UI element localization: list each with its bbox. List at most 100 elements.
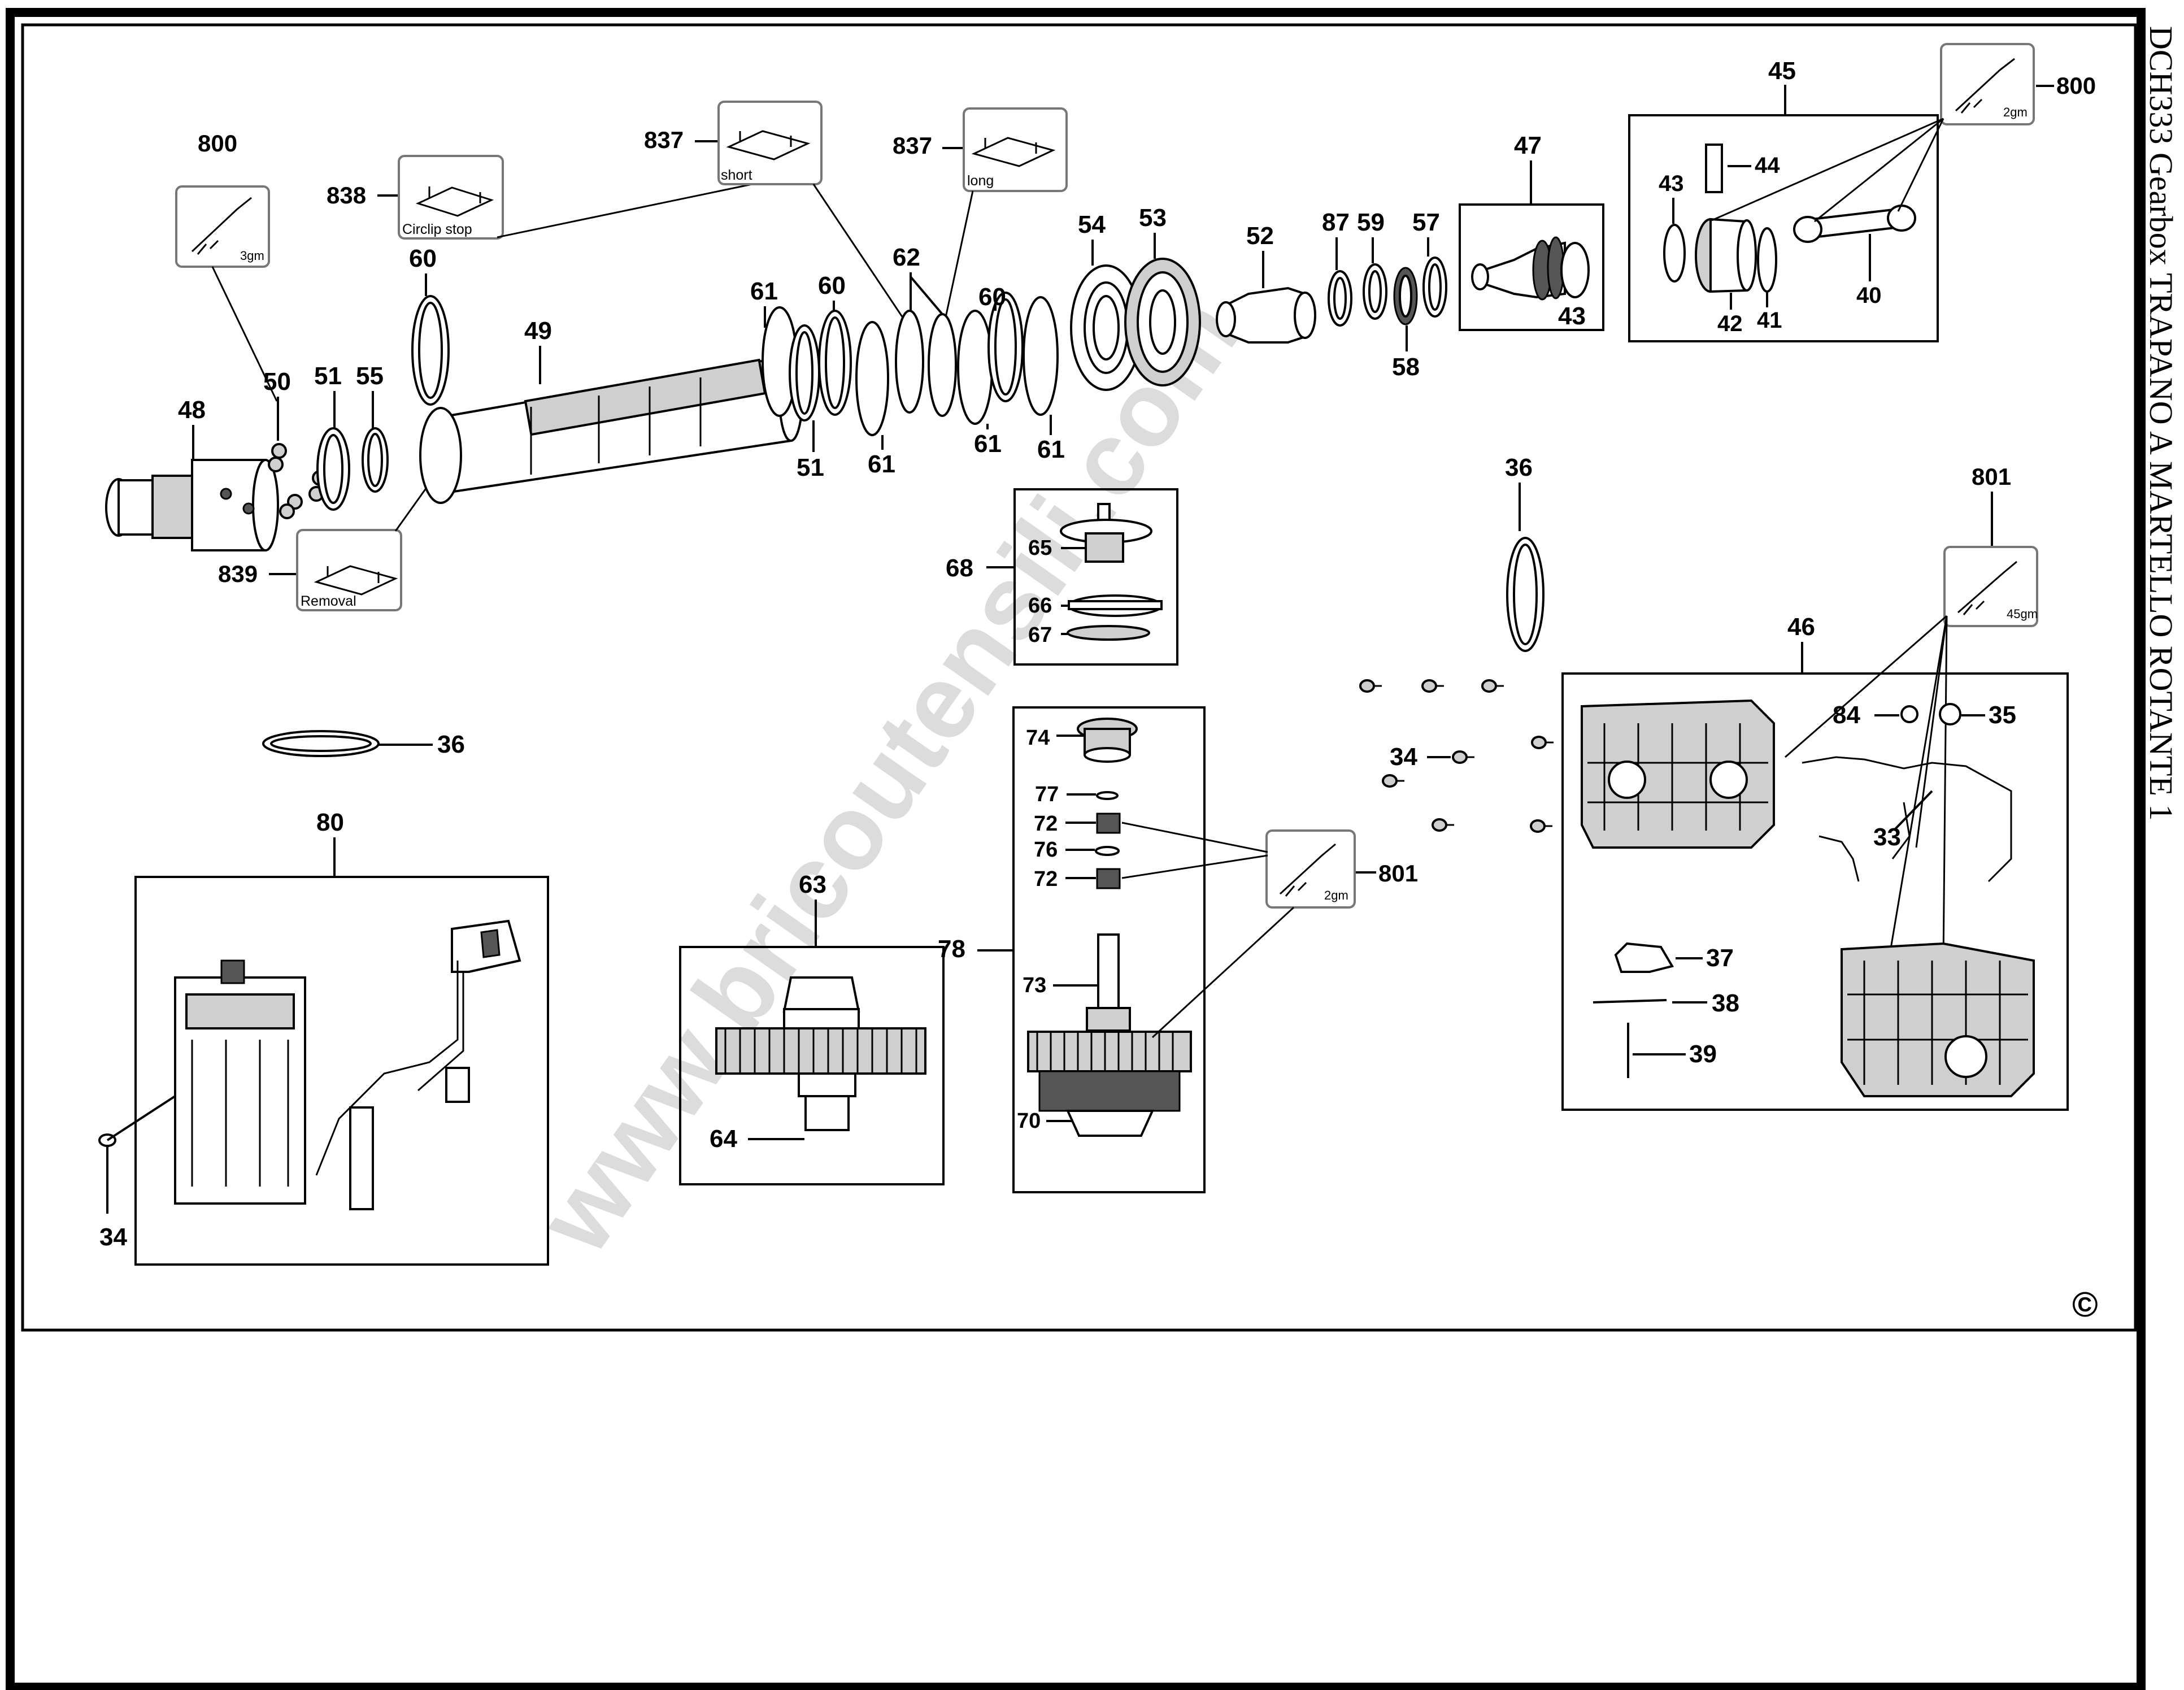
svg-text:837: 837 <box>893 132 932 159</box>
svg-text:37: 37 <box>1706 944 1734 972</box>
svg-text:838: 838 <box>327 182 366 208</box>
part-61-ring-a: 61 <box>750 277 798 417</box>
svg-text:35: 35 <box>1989 701 2016 729</box>
svg-text:48: 48 <box>178 396 206 424</box>
svg-text:73: 73 <box>1023 974 1046 997</box>
svg-text:40: 40 <box>1856 283 1882 308</box>
svg-text:61: 61 <box>868 450 895 478</box>
svg-text:51: 51 <box>797 454 824 481</box>
part-63-gear-assembly: 63 64 <box>679 871 945 1185</box>
part-49-barrel: 49 <box>419 317 803 504</box>
part-57-ring: 57 <box>1412 208 1447 318</box>
part-61-ring-c: 61 <box>957 310 1002 458</box>
svg-text:65: 65 <box>1028 536 1052 560</box>
svg-text:36: 36 <box>1505 454 1533 481</box>
part-48-tool-holder: 48 <box>105 396 279 551</box>
svg-text:61: 61 <box>974 430 1002 458</box>
part-80-motor-switch: 80 34 <box>98 809 549 1266</box>
svg-text:55: 55 <box>356 362 384 390</box>
part-51-ring-b: 51 <box>789 324 824 481</box>
tool-callout-839: Removal 839 <box>218 451 453 611</box>
svg-text:68: 68 <box>946 554 973 582</box>
svg-text:60: 60 <box>978 283 1006 311</box>
part-61-ring-b: 61 <box>855 321 895 478</box>
part-62-rings: 62 <box>893 244 957 417</box>
part-68-assembly: 68 65 66 67 <box>946 488 1178 666</box>
svg-text:839: 839 <box>218 561 258 587</box>
svg-text:78: 78 <box>938 935 965 963</box>
svg-text:44: 44 <box>1755 153 1780 178</box>
part-61-ring-d: 61 <box>1023 296 1065 463</box>
part-47-assembly: 47 43 <box>1459 132 1604 331</box>
svg-text:80: 80 <box>316 809 344 836</box>
svg-text:51: 51 <box>314 362 342 390</box>
svg-text:50: 50 <box>263 368 291 396</box>
svg-text:46: 46 <box>1787 613 1815 641</box>
svg-text:Removal: Removal <box>301 593 356 609</box>
part-52-sleeve: 52 <box>1216 222 1316 344</box>
svg-text:54: 54 <box>1078 211 1106 238</box>
svg-text:45: 45 <box>1768 57 1796 85</box>
svg-text:60: 60 <box>409 245 437 272</box>
svg-text:45gm: 45gm <box>2007 607 2038 621</box>
svg-text:77: 77 <box>1035 783 1059 806</box>
diagram-frame <box>21 23 2137 1332</box>
part-87-ring: 87 <box>1322 208 1352 327</box>
part-45-assembly: 45 44 43 42 41 40 <box>1628 57 1939 342</box>
svg-text:39: 39 <box>1689 1040 1717 1068</box>
side-title: DCH333 Gearbox TRAPANO A MARTELLO ROTANT… <box>2143 26 2179 820</box>
part-36-oring-vertical: 36 <box>1505 454 1545 652</box>
outer-frame <box>6 8 2146 1690</box>
svg-text:59: 59 <box>1357 208 1385 236</box>
svg-text:70: 70 <box>1017 1109 1041 1133</box>
part-34-screws: 34 <box>1359 679 1554 833</box>
part-59-ring: 59 <box>1357 208 1387 320</box>
svg-text:34: 34 <box>99 1223 127 1251</box>
part-78-shaft-assembly: 78 74 77 72 76 72 73 70 <box>938 706 1206 1193</box>
svg-text:66: 66 <box>1028 594 1052 618</box>
svg-text:62: 62 <box>893 244 920 271</box>
svg-text:800: 800 <box>2056 72 2096 99</box>
svg-text:72: 72 <box>1034 867 1058 891</box>
svg-text:76: 76 <box>1034 838 1058 862</box>
grease-callout-800-left: 3gm 800 <box>175 130 278 402</box>
grease-callout-800-right: 2gm 800 <box>1711 43 2096 223</box>
tool-callout-838: Circlip stop 838 <box>327 155 775 240</box>
svg-text:837: 837 <box>644 127 684 153</box>
svg-text:67: 67 <box>1028 623 1052 647</box>
svg-text:52: 52 <box>1246 222 1274 250</box>
svg-text:53: 53 <box>1139 204 1167 232</box>
svg-text:43: 43 <box>1558 302 1586 330</box>
part-36-oring-flat: 36 <box>262 730 465 758</box>
svg-text:87: 87 <box>1322 208 1350 236</box>
svg-text:74: 74 <box>1026 726 1050 750</box>
part-60-ring-left: 60 <box>409 245 450 406</box>
svg-text:58: 58 <box>1392 353 1420 381</box>
part-58-ring: 58 <box>1392 267 1420 381</box>
svg-text:57: 57 <box>1412 208 1440 236</box>
svg-text:84: 84 <box>1833 701 1860 729</box>
grease-callout-801-mid: 2gm 801 <box>1121 822 1418 1039</box>
part-51-ring-left: 51 <box>314 362 350 511</box>
copyright-symbol: © <box>2072 1285 2098 1324</box>
svg-text:63: 63 <box>799 871 826 898</box>
svg-text:2gm: 2gm <box>1324 888 1348 902</box>
svg-text:38: 38 <box>1712 989 1739 1017</box>
svg-text:36: 36 <box>437 731 465 758</box>
svg-text:43: 43 <box>1659 171 1684 196</box>
part-55-ring: 55 <box>356 362 389 493</box>
svg-text:60: 60 <box>818 272 846 299</box>
svg-text:short: short <box>721 167 752 183</box>
svg-text:Circlip stop: Circlip stop <box>402 221 472 237</box>
tool-callout-837-long: long 837 <box>893 107 1068 328</box>
svg-text:49: 49 <box>524 317 552 345</box>
svg-text:801: 801 <box>1972 463 2011 490</box>
svg-text:3gm: 3gm <box>240 249 264 263</box>
svg-text:47: 47 <box>1514 132 1542 159</box>
part-60-ring-b: 60 <box>818 272 852 416</box>
part-60-ring-c: 60 <box>978 283 1024 402</box>
svg-text:72: 72 <box>1034 812 1058 836</box>
svg-text:2gm: 2gm <box>2003 105 2028 119</box>
svg-text:64: 64 <box>710 1125 737 1153</box>
